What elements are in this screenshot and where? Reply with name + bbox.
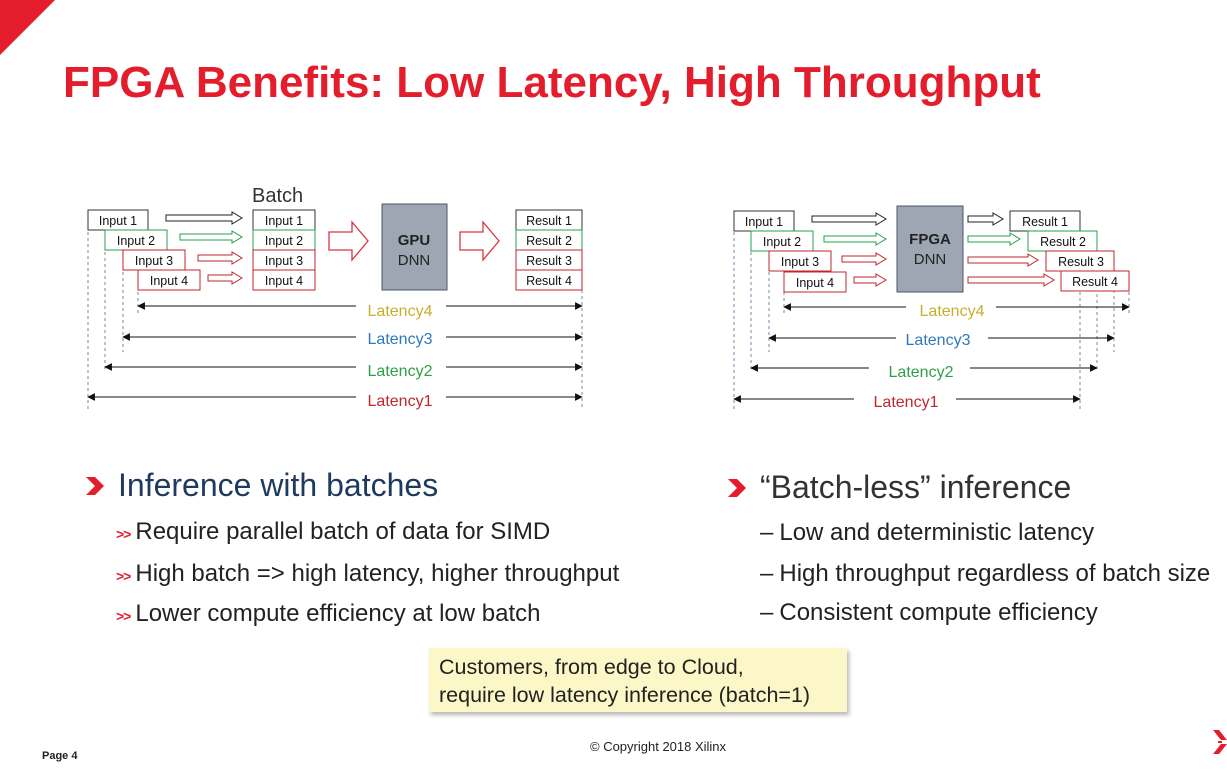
left-item-1: >> Require parallel batch of data for SI… <box>116 518 550 546</box>
result-4-arrow <box>967 273 1055 287</box>
fpga-dnn-label: DNN <box>914 251 947 268</box>
left-heading: Inference with batches <box>84 467 438 504</box>
result-3-label: Result 3 <box>526 254 572 268</box>
fpga-result-2-label: Result 2 <box>1040 235 1086 249</box>
result-3-arrow <box>967 253 1039 267</box>
left-item-2: >> High batch => high latency, higher th… <box>116 560 619 588</box>
fpga-input-3-arrow <box>841 252 887 266</box>
callout-line-1: Customers, from edge to Cloud, <box>439 655 744 679</box>
left-item-3: >> Lower compute efficiency at low batch <box>116 600 540 628</box>
result-2-label: Result 2 <box>526 234 572 248</box>
fpga-result-1-label: Result 1 <box>1022 215 1068 229</box>
latency3-label: Latency3 <box>368 331 433 348</box>
result-4-box <box>515 269 583 291</box>
gpu-batch-diagram: Batch Input 1 Input 2 Input 3 Input 4 In… <box>80 180 600 420</box>
dash-bullet: – <box>760 560 774 587</box>
double-chevron-icon: >> <box>116 526 131 542</box>
left-heading-text: Inference with batches <box>118 467 439 503</box>
right-item-1: – Low and deterministic latency <box>760 519 1094 547</box>
dash-bullet: – <box>760 519 774 546</box>
fpga-input-1-arrow <box>811 212 887 226</box>
fpga-label: FPGA <box>909 231 951 248</box>
batch-item-1-label: Input 1 <box>265 214 303 228</box>
gpu-dnn-block <box>381 203 448 291</box>
result-2-arrow <box>967 232 1021 246</box>
input-4-label: Input 4 <box>150 274 188 288</box>
batch-label: Batch <box>252 185 303 207</box>
page-number: Page 4 <box>42 750 78 762</box>
gpu-to-results-arrow <box>459 220 500 262</box>
chevron-right-icon <box>728 478 746 497</box>
latency1-label: Latency1 <box>368 393 433 410</box>
input-3-arrow <box>197 251 243 265</box>
right-heading: “Batch-less” inference <box>726 469 1071 506</box>
batch-item-4 <box>252 269 316 291</box>
fpga-latency1-label: Latency1 <box>874 394 939 411</box>
fpga-result-4-label: Result 4 <box>1072 275 1118 289</box>
corner-accent <box>0 0 55 55</box>
fpga-input-4-box <box>783 271 847 293</box>
double-chevron-icon: >> <box>116 568 131 584</box>
fpga-input-2-arrow <box>823 232 887 246</box>
slide-title: FPGA Benefits: Low Latency, High Through… <box>63 58 1041 107</box>
callout-box: Customers, from edge to Cloud, require l… <box>429 648 847 712</box>
batch-to-gpu-arrow <box>328 220 369 262</box>
result-1-label: Result 1 <box>526 214 572 228</box>
fpga-dnn-block <box>896 205 964 293</box>
input-2-arrow <box>179 230 243 244</box>
left-item-1-text: Require parallel batch of data for SIMD <box>135 518 551 545</box>
fpga-input-3-label: Input 3 <box>781 255 819 269</box>
input-1-label: Input 1 <box>99 214 137 228</box>
input-4-box <box>137 269 201 291</box>
batch-item-3-label: Input 3 <box>265 254 303 268</box>
xilinx-logo-icon <box>1213 730 1227 754</box>
fpga-input-4-label: Input 4 <box>796 276 834 290</box>
fpga-result-4-box <box>1060 270 1130 292</box>
fpga-latency4-label: Latency4 <box>920 303 985 320</box>
fpga-input-1-label: Input 1 <box>745 215 783 229</box>
right-item-3: – Consistent compute efficiency <box>760 599 1098 627</box>
fpga-latency3-label: Latency3 <box>906 332 971 349</box>
input-2-label: Input 2 <box>117 234 155 248</box>
left-item-3-text: Lower compute efficiency at low batch <box>135 600 541 627</box>
input-1-arrow <box>165 211 243 225</box>
callout-line-2: require low latency inference (batch=1) <box>439 683 811 707</box>
right-item-2-text: High throughput regardless of batch size <box>779 560 1211 587</box>
left-item-2-text: High batch => high latency, higher throu… <box>135 560 620 587</box>
fpga-input-3-box <box>768 250 832 272</box>
fpga-input-4-arrow <box>853 273 887 287</box>
latency4-label: Latency4 <box>368 303 433 320</box>
batch-item-2-label: Input 2 <box>265 234 303 248</box>
latency2-label: Latency2 <box>368 363 433 380</box>
result-1-arrow <box>967 212 1004 226</box>
copyright: © Copyright 2018 Xilinx <box>590 739 727 754</box>
fpga-batchless-diagram: Input 1 Input 2 Input 3 Input 4 FPGA DNN… <box>726 180 1136 420</box>
input-3-label: Input 3 <box>135 254 173 268</box>
right-item-3-text: Consistent compute efficiency <box>779 599 1098 626</box>
right-item-2: – High throughput regardless of batch si… <box>760 560 1227 588</box>
right-heading-text: “Batch-less” inference <box>760 469 1072 505</box>
batch-item-4-label: Input 4 <box>265 274 303 288</box>
right-item-1-text: Low and deterministic latency <box>779 519 1095 546</box>
fpga-latency2-label: Latency2 <box>889 364 954 381</box>
gpu-label: GPU <box>398 232 431 249</box>
double-chevron-icon: >> <box>116 608 131 624</box>
fpga-input-2-label: Input 2 <box>763 235 801 249</box>
chevron-right-icon <box>86 476 104 495</box>
input-4-arrow <box>207 271 243 285</box>
gpu-dnn-label: DNN <box>398 252 431 269</box>
result-4-label: Result 4 <box>526 274 572 288</box>
fpga-result-3-label: Result 3 <box>1058 255 1104 269</box>
dash-bullet: – <box>760 599 774 626</box>
